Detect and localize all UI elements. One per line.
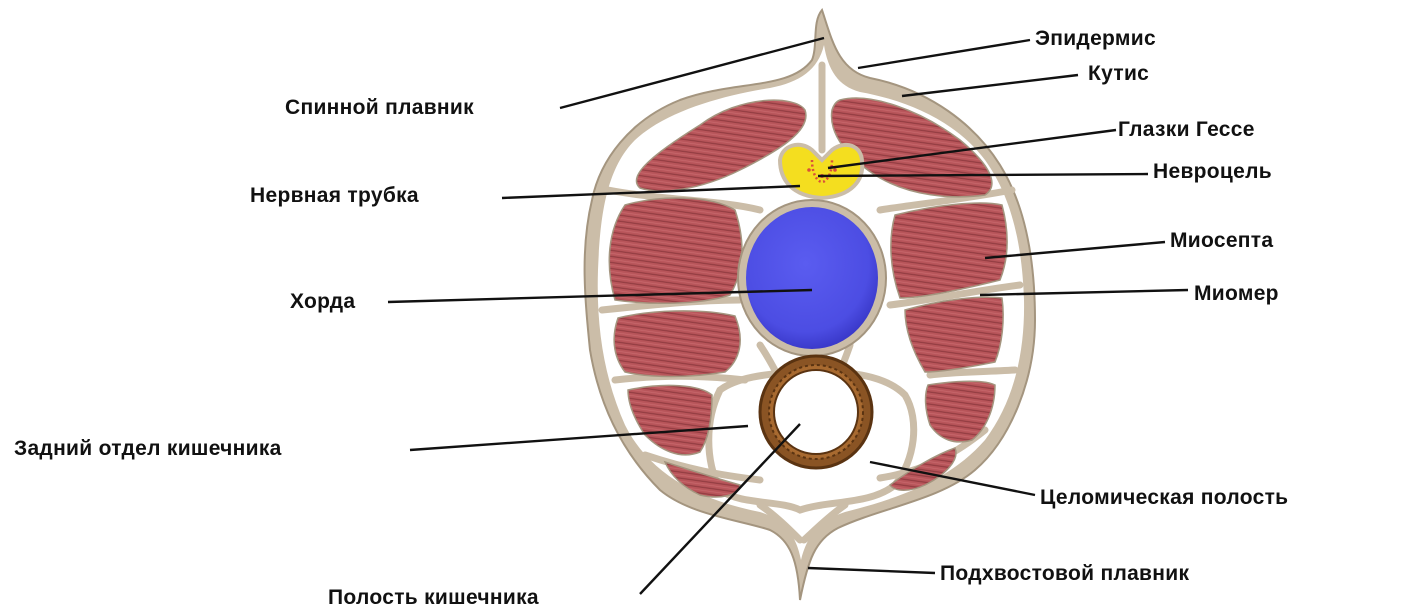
leader-ventral-fin — [808, 568, 935, 573]
label-notochord: Хорда — [290, 290, 355, 313]
hesse-ocellus-dot — [833, 168, 837, 172]
hindgut — [760, 356, 872, 468]
label-ventral-fin: Подхвостовой плавник — [940, 562, 1189, 585]
label-coelomic-cavity: Целомическая полость — [1040, 486, 1288, 509]
label-hindgut: Задний отдел кишечника — [14, 437, 282, 460]
label-neurocoel: Невроцель — [1153, 160, 1272, 183]
myomere-right-3 — [905, 297, 1003, 372]
myomere-left-3 — [614, 311, 740, 377]
notochord — [738, 200, 886, 356]
label-cutis: Кутис — [1088, 62, 1149, 85]
leader-cutis — [902, 75, 1078, 96]
label-myomere: Миомер — [1194, 282, 1279, 305]
leader-epidermis — [858, 40, 1030, 68]
label-neural-tube: Нервная трубка — [250, 184, 419, 207]
label-dorsal-fin: Спинной плавник — [285, 96, 474, 119]
label-hesse-ocelli: Глазки Гессе — [1118, 118, 1255, 141]
label-gut-lumen: Полость кишечника — [328, 586, 539, 609]
label-epidermis: Эпидермис — [1035, 27, 1156, 50]
label-myosepta: Миосепта — [1170, 229, 1273, 252]
hesse-ocellus-dot — [807, 168, 811, 172]
myomere-left-2 — [609, 198, 742, 303]
